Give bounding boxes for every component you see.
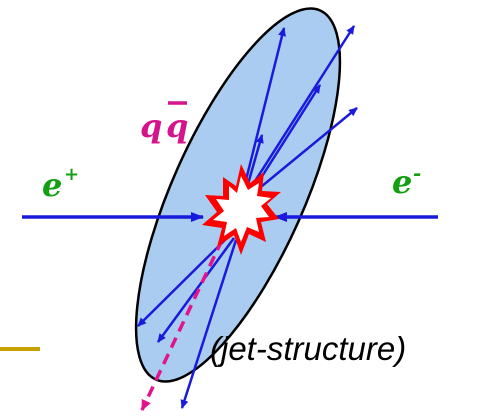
slide-accent-bar bbox=[0, 347, 40, 351]
collision-burst-core bbox=[213, 176, 271, 242]
track-up-2 bbox=[241, 25, 356, 201]
electron-label: e bbox=[392, 163, 412, 201]
track-down-2 bbox=[156, 237, 236, 343]
positron-label-sup: + bbox=[64, 164, 79, 185]
track-up-1 bbox=[239, 27, 286, 201]
track-down-1 bbox=[137, 234, 231, 327]
qqbar-label-qbar: q bbox=[166, 107, 188, 145]
lower-jet-tracks bbox=[137, 234, 238, 409]
dashed-neutral-track bbox=[140, 239, 224, 411]
electron-label-sup: - bbox=[413, 161, 421, 185]
jet-structure-caption: (jet-structure) bbox=[210, 330, 406, 367]
qqbar-label-q: q bbox=[140, 107, 162, 145]
track-up-3 bbox=[244, 107, 358, 201]
positron-label: e bbox=[42, 166, 62, 204]
track-down-3 bbox=[180, 239, 238, 409]
